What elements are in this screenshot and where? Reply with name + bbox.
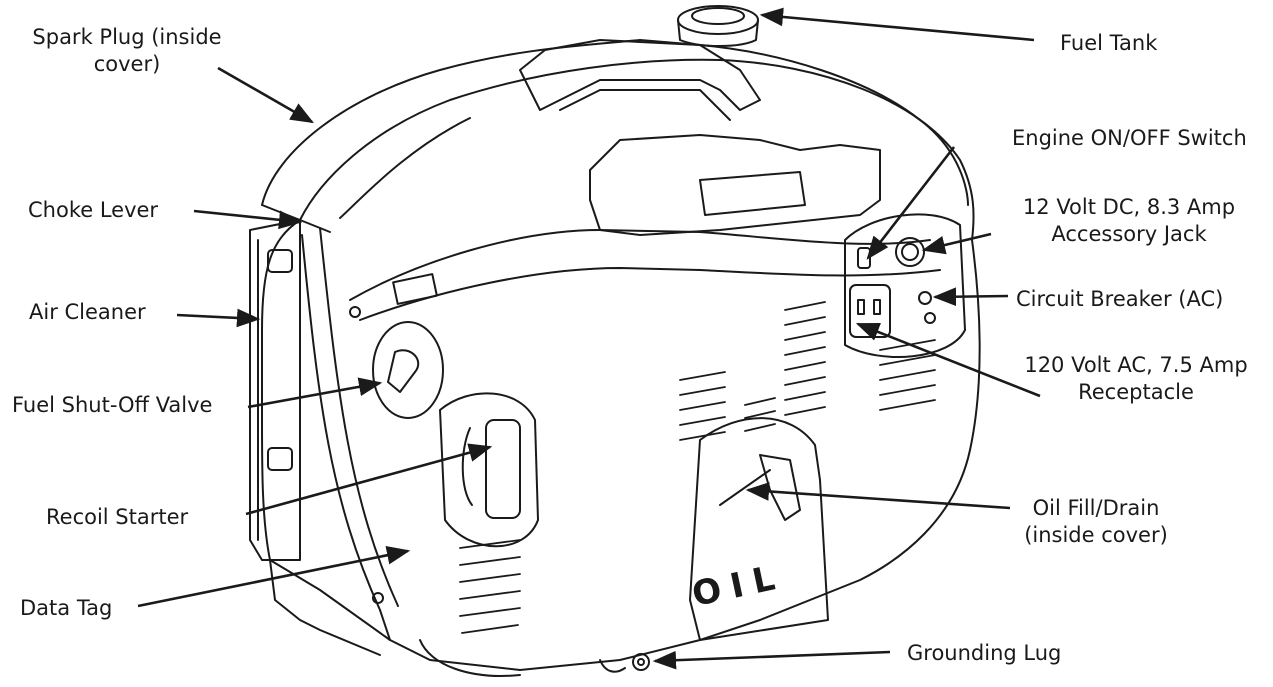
label-fuel-tank: Fuel Tank bbox=[1060, 31, 1158, 55]
label-spark-plug: Spark Plug (inside cover) bbox=[22, 24, 232, 78]
label-ac-receptacle-line2: Receptacle bbox=[1078, 380, 1194, 404]
label-data-tag: Data Tag bbox=[20, 596, 113, 620]
label-dc-jack-line1: 12 Volt DC, 8.3 Amp bbox=[1022, 195, 1236, 219]
label-choke-lever: Choke Lever bbox=[28, 198, 159, 222]
label-oil-fill-line1: Oil Fill/Drain bbox=[1032, 496, 1160, 520]
arrow-fuel-shutoff bbox=[247, 377, 383, 409]
arrow-circuit-breaker bbox=[932, 287, 1009, 307]
arrow-spark-plug bbox=[217, 66, 315, 124]
oil-cover-text: OIL bbox=[689, 556, 788, 615]
arrow-ac-receptacle bbox=[855, 322, 1041, 398]
label-spark-plug-line1: Spark Plug (inside bbox=[32, 25, 222, 49]
label-oil-fill-drain: Oil Fill/Drain (inside cover) bbox=[1008, 495, 1184, 549]
label-spark-plug-line2: cover) bbox=[93, 52, 161, 76]
arrow-engine-switch bbox=[866, 146, 956, 260]
label-air-cleaner: Air Cleaner bbox=[29, 300, 146, 324]
label-fuel-shutoff-valve: Fuel Shut-Off Valve bbox=[12, 393, 213, 417]
callout-arrows bbox=[137, 7, 1041, 670]
label-oil-fill-line2: (inside cover) bbox=[1024, 523, 1168, 547]
arrow-air-cleaner bbox=[176, 308, 261, 328]
label-ac-receptacle: 120 Volt AC, 7.5 Amp Receptacle bbox=[1002, 352, 1270, 406]
label-recoil-starter: Recoil Starter bbox=[46, 505, 189, 529]
label-dc-jack: 12 Volt DC, 8.3 Amp Accessory Jack bbox=[1003, 194, 1255, 248]
arrow-fuel-tank bbox=[759, 7, 1035, 42]
label-engine-switch: Engine ON/OFF Switch bbox=[1012, 126, 1247, 150]
arrow-oil-fill bbox=[745, 482, 1011, 510]
label-ac-receptacle-line1: 120 Volt AC, 7.5 Amp bbox=[1024, 353, 1248, 377]
generator-body bbox=[249, 5, 981, 677]
label-circuit-breaker: Circuit Breaker (AC) bbox=[1016, 287, 1224, 311]
arrow-data-tag bbox=[137, 546, 411, 608]
arrow-dc-jack bbox=[921, 232, 992, 255]
arrow-choke-lever bbox=[193, 209, 303, 230]
label-grounding-lug: Grounding Lug bbox=[907, 641, 1062, 665]
label-dc-jack-line2: Accessory Jack bbox=[1051, 222, 1207, 246]
arrow-recoil-starter bbox=[245, 443, 493, 516]
arrow-grounding-lug bbox=[652, 650, 891, 670]
